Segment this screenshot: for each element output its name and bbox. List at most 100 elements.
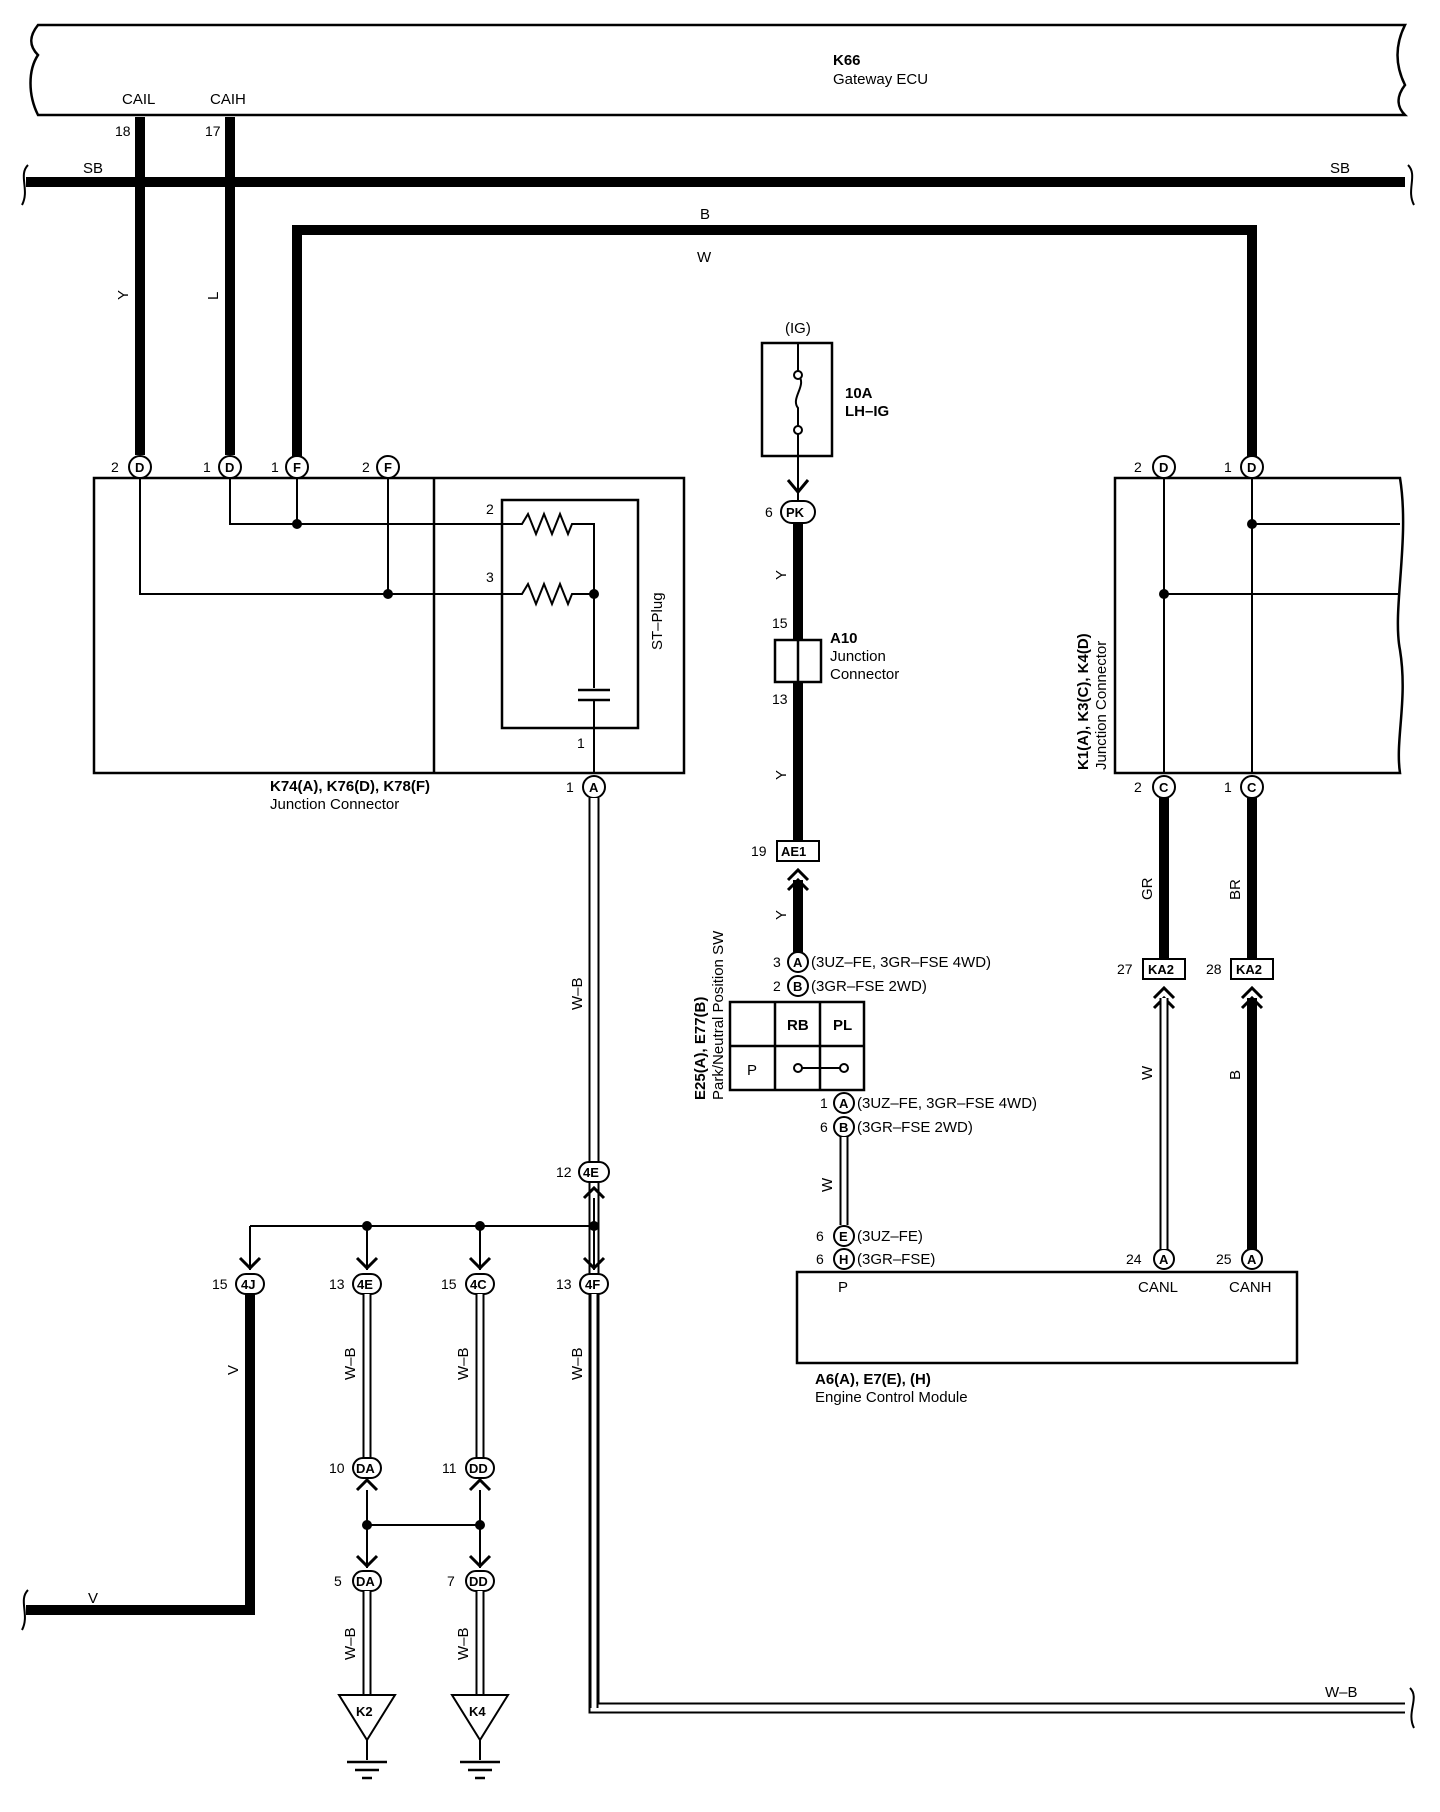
wire-label-sb-left: SB bbox=[83, 160, 103, 177]
svg-text:10: 10 bbox=[329, 1460, 345, 1476]
svg-text:1: 1 bbox=[271, 459, 279, 475]
wire-label-w-b-4c: W–B bbox=[455, 1347, 472, 1380]
ecm-pin-canl: CANL bbox=[1138, 1279, 1178, 1296]
svg-text:4E: 4E bbox=[583, 1165, 599, 1180]
svg-text:2: 2 bbox=[773, 978, 781, 994]
svg-text:(3UZ–FE, 3GR–FSE 4WD): (3UZ–FE, 3GR–FSE 4WD) bbox=[811, 954, 991, 971]
svg-text:(3GR–FSE 2WD): (3GR–FSE 2WD) bbox=[857, 1119, 973, 1136]
connector-ae1: AE1 19 bbox=[751, 840, 820, 862]
ecm-pin-p: P bbox=[838, 1279, 848, 1296]
svg-text:27: 27 bbox=[1117, 961, 1133, 977]
connector-4c: 4C 15 bbox=[441, 1273, 495, 1295]
wire-label-sb-right: SB bbox=[1330, 160, 1350, 177]
fuse-lh-ig: (IG) 10A LH–IG bbox=[760, 320, 889, 500]
svg-text:6: 6 bbox=[765, 504, 773, 520]
svg-text:2: 2 bbox=[1134, 459, 1142, 475]
connector-dd-1: DD 11 bbox=[442, 1457, 495, 1479]
wire-label-y-2: Y bbox=[773, 770, 790, 780]
svg-text:13: 13 bbox=[772, 691, 788, 707]
svg-text:24: 24 bbox=[1126, 1251, 1142, 1267]
jc-left-title: K74(A), K76(D), K78(F) bbox=[270, 778, 430, 795]
wire-b-loop: B bbox=[292, 206, 1257, 458]
wire-label-y-1: Y bbox=[773, 570, 790, 580]
ecm-pin-canh: CANH bbox=[1229, 1279, 1272, 1296]
svg-text:15: 15 bbox=[441, 1276, 457, 1292]
wires-gateway-to-jc: Y L bbox=[115, 117, 235, 455]
svg-text:KA2: KA2 bbox=[1148, 962, 1174, 977]
jc-right-title: K1(A), K3(C), K4(D) bbox=[1075, 633, 1092, 770]
svg-text:(3UZ–FE): (3UZ–FE) bbox=[857, 1228, 923, 1245]
wire-w-b-main: W–B W–B bbox=[569, 798, 1415, 1729]
svg-text:A: A bbox=[1159, 1252, 1169, 1267]
connector-a-out: A 1 bbox=[566, 775, 606, 799]
gateway-ecu: K66 Gateway ECU CAIL CAIH 18 17 bbox=[29, 23, 1409, 139]
sb-bus: SB SB bbox=[21, 160, 1415, 206]
connector-ka2-27: KA2 27 bbox=[1117, 958, 1186, 980]
svg-text:C: C bbox=[1247, 780, 1257, 795]
connector-pnp-a-bottom: A 1 (3UZ–FE, 3GR–FSE 4WD) bbox=[820, 1092, 1037, 1114]
svg-text:DA: DA bbox=[356, 1461, 375, 1476]
svg-text:13: 13 bbox=[329, 1276, 345, 1292]
svg-text:DD: DD bbox=[469, 1574, 488, 1589]
svg-text:F: F bbox=[384, 460, 392, 475]
svg-text:3: 3 bbox=[773, 954, 781, 970]
ecm: E 6 (3UZ–FE) H 6 (3GR–FSE) P CANL CANH A… bbox=[795, 1225, 1299, 1406]
wires-can-right: GR BR KA2 27 KA2 28 W B bbox=[1117, 798, 1274, 1249]
connector-right-c1: C 1 bbox=[1224, 775, 1264, 799]
wire-label-w-b-da: W–B bbox=[342, 1627, 359, 1660]
connector-4j: 4J 15 bbox=[212, 1273, 265, 1295]
svg-text:D: D bbox=[1159, 460, 1168, 475]
connector-d1: D 1 bbox=[203, 455, 242, 479]
svg-text:13: 13 bbox=[556, 1276, 572, 1292]
wire-w-mid: W bbox=[819, 1137, 849, 1225]
connector-f1: F 1 bbox=[271, 455, 309, 479]
pin-18: 18 bbox=[115, 123, 131, 139]
svg-text:25: 25 bbox=[1216, 1251, 1232, 1267]
wire-w-loop: W bbox=[370, 249, 1168, 458]
ig-source-label: (IG) bbox=[785, 320, 811, 337]
svg-text:PK: PK bbox=[786, 505, 805, 520]
resistor-pin-3: 3 bbox=[486, 569, 494, 585]
svg-text:11: 11 bbox=[442, 1460, 457, 1476]
a10-line2: Connector bbox=[830, 666, 899, 683]
wire-label-w-mid: W bbox=[819, 1177, 836, 1192]
ecu-code: K66 bbox=[833, 52, 861, 69]
svg-text:12: 12 bbox=[556, 1164, 572, 1180]
jc-left: D 2 D 1 F 1 F 2 2 bbox=[92, 455, 686, 813]
svg-text:19: 19 bbox=[751, 843, 767, 859]
svg-text:6: 6 bbox=[820, 1119, 828, 1135]
ecm-subtitle: Engine Control Module bbox=[815, 1389, 968, 1406]
svg-text:(3GR–FSE 2WD): (3GR–FSE 2WD) bbox=[811, 978, 927, 995]
wire-label-w-b-4e: W–B bbox=[342, 1347, 359, 1380]
svg-text:A: A bbox=[589, 780, 599, 795]
resistor-pin-2: 2 bbox=[486, 501, 494, 517]
svg-text:K4: K4 bbox=[469, 1704, 486, 1719]
svg-text:28: 28 bbox=[1206, 961, 1222, 977]
ground-k4: K4 bbox=[450, 1694, 510, 1780]
svg-text:K2: K2 bbox=[356, 1704, 373, 1719]
pnp-rb: RB bbox=[787, 1017, 809, 1034]
svg-text:1: 1 bbox=[1224, 459, 1232, 475]
connector-dd-2: DD 7 bbox=[447, 1570, 495, 1592]
connector-ecm-e: E 6 (3UZ–FE) bbox=[816, 1225, 923, 1247]
svg-text:D: D bbox=[1247, 460, 1256, 475]
pnp-switch: A 3 (3UZ–FE, 3GR–FSE 4WD) B 2 (3GR–FSE 2… bbox=[692, 930, 1037, 1138]
connector-ecm-25: A 25 bbox=[1216, 1248, 1263, 1270]
svg-text:(3UZ–FE, 3GR–FSE 4WD): (3UZ–FE, 3GR–FSE 4WD) bbox=[857, 1095, 1037, 1112]
svg-text:DA: DA bbox=[356, 1574, 375, 1589]
svg-text:AE1: AE1 bbox=[781, 844, 806, 859]
connector-4e: 4E 13 bbox=[329, 1273, 382, 1295]
a10-code: A10 bbox=[830, 630, 858, 647]
svg-text:B: B bbox=[793, 979, 802, 994]
svg-text:1: 1 bbox=[566, 779, 574, 795]
svg-text:5: 5 bbox=[334, 1573, 342, 1589]
svg-text:A: A bbox=[1247, 1252, 1257, 1267]
pin-17: 17 bbox=[205, 123, 221, 139]
wire-label-v-vert: V bbox=[225, 1365, 242, 1375]
wire-label-br: BR bbox=[1227, 879, 1244, 900]
a10-junction: 15 13 A10 Junction Connector bbox=[772, 615, 899, 707]
connector-d2: D 2 bbox=[111, 455, 152, 479]
wire-label-v-horiz: V bbox=[88, 1590, 98, 1607]
svg-text:7: 7 bbox=[447, 1573, 455, 1589]
